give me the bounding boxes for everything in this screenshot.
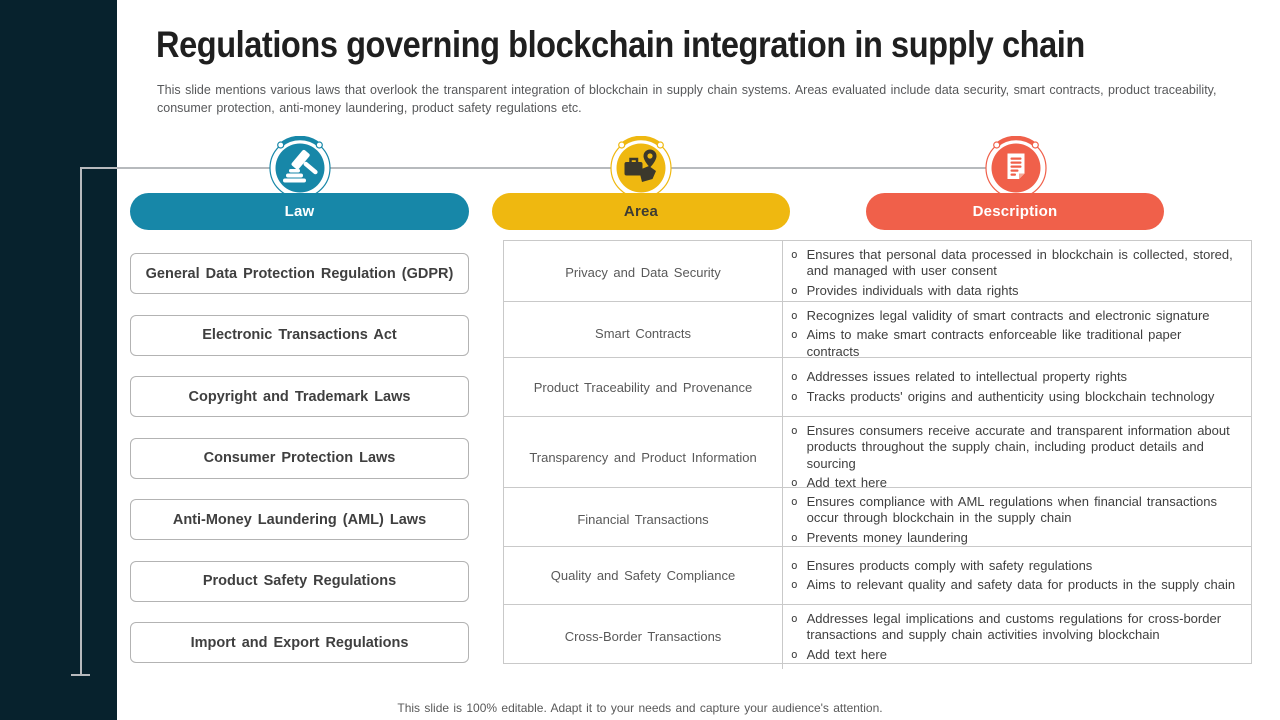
law-button-aml[interactable]: Anti-Money Laundering (AML) Laws bbox=[130, 499, 469, 540]
bullet-text: Ensures consumers receive accurate and t… bbox=[806, 422, 1230, 471]
bullet-marker: o bbox=[791, 283, 798, 297]
area-cell: Cross-Border Transactions bbox=[564, 629, 722, 645]
briefcase-map-pin-icon bbox=[609, 135, 673, 200]
description-cell: o Recognizes legal validity of smart cont… bbox=[782, 302, 1251, 366]
left-accent-strip bbox=[0, 0, 117, 720]
bullet-text: Provides individuals with data rights bbox=[806, 282, 1019, 298]
bullet-text: Add text here bbox=[806, 646, 887, 662]
bullet-text: Prevents money laundering bbox=[806, 529, 968, 545]
table-row: Financial Transactions o Ensures complian… bbox=[504, 488, 1251, 552]
description-cell: o Ensures compliance with AML regulations… bbox=[782, 488, 1251, 552]
bullet-text: Ensures compliance with AML regulations … bbox=[806, 493, 1217, 526]
area-cell: Privacy and Data Security bbox=[565, 265, 721, 281]
description-cell: o Ensures consumers receive accurate and … bbox=[782, 417, 1251, 497]
bullet-marker: o bbox=[791, 494, 798, 508]
area-cell: Smart Contracts bbox=[595, 326, 691, 342]
bullet-marker: o bbox=[791, 611, 798, 625]
table-row: Transparency and Product Information o En… bbox=[504, 417, 1251, 497]
table-row: Cross-Border Transactions o Addresses leg… bbox=[504, 605, 1251, 669]
area-cell: Product Traceability and Provenance bbox=[533, 379, 753, 395]
description-column-header[interactable]: Description bbox=[866, 193, 1164, 230]
area-cell: Financial Transactions bbox=[577, 512, 709, 528]
bullet-text: Recognizes legal validity of smart contr… bbox=[806, 307, 1210, 323]
law-button-consumer-protection[interactable]: Consumer Protection Laws bbox=[130, 437, 469, 479]
connector-vertical-line bbox=[80, 167, 82, 675]
bullet-marker: o bbox=[791, 308, 798, 322]
bullet-marker: o bbox=[791, 389, 798, 403]
table-row: Smart Contracts o Recognizes legal validi… bbox=[504, 302, 1251, 366]
bullet-text: Add text here bbox=[806, 475, 887, 490]
area-column-label: Area bbox=[623, 203, 659, 220]
description-column-label: Description bbox=[972, 203, 1058, 220]
area-cell: Quality and Safety Compliance bbox=[550, 568, 736, 583]
bullet-marker: o bbox=[791, 476, 798, 489]
law-column-label: Law bbox=[284, 203, 315, 220]
page-title: Regulations governing blockchain integra… bbox=[156, 24, 1085, 65]
bullet-marker: o bbox=[791, 328, 798, 341]
editable-note: This slide is 100% editable. Adapt it to… bbox=[397, 701, 883, 715]
connector-horizontal-line bbox=[80, 167, 1017, 169]
law-button-copyright-trademark[interactable]: Copyright and Trademark Laws bbox=[130, 376, 469, 417]
law-column-header[interactable]: Law bbox=[130, 193, 469, 230]
connector-end-tick bbox=[71, 674, 90, 676]
bullet-marker: o bbox=[791, 423, 798, 437]
gavel-icon bbox=[268, 135, 332, 200]
bullet-marker: o bbox=[791, 578, 798, 591]
bullet-marker: o bbox=[791, 247, 798, 261]
bullet-text: Addresses legal implications and customs… bbox=[806, 610, 1222, 643]
bullet-text: Tracks products' origins and authenticit… bbox=[806, 388, 1215, 404]
table-row: Quality and Safety Compliance o Ensures p… bbox=[504, 547, 1251, 605]
area-column-header[interactable]: Area bbox=[492, 193, 790, 230]
description-cell: o Ensures products comply with safety reg… bbox=[782, 547, 1251, 604]
document-icon bbox=[984, 135, 1048, 200]
bullet-marker: o bbox=[791, 370, 798, 383]
bullet-text: Addresses issues related to intellectual… bbox=[806, 369, 1128, 384]
bullet-marker: o bbox=[791, 530, 798, 544]
bullet-text: Aims to make smart contracts enforceable… bbox=[806, 327, 1182, 359]
slide-subtitle: This slide mentions various laws that ov… bbox=[157, 83, 1217, 115]
law-button-gdpr[interactable]: General Data Protection Regulation (GDPR… bbox=[130, 253, 469, 294]
regulations-table: Privacy and Data Security o Ensures that … bbox=[503, 240, 1252, 669]
bullet-text: Ensures products comply with safety regu… bbox=[806, 557, 1093, 573]
table-row: Privacy and Data Security o Ensures that … bbox=[504, 241, 1251, 305]
law-button-product-safety[interactable]: Product Safety Regulations bbox=[130, 560, 469, 602]
bullet-text: Aims to relevant quality and safety data… bbox=[806, 577, 1236, 592]
description-cell: o Addresses issues related to intellectua… bbox=[782, 358, 1251, 416]
table-row: Product Traceability and Provenance o Add… bbox=[504, 358, 1251, 417]
bullet-marker: o bbox=[791, 647, 798, 661]
bullet-marker: o bbox=[791, 558, 798, 572]
area-cell: Transparency and Product Information bbox=[529, 449, 757, 465]
description-cell: o Ensures that personal data processed in… bbox=[782, 241, 1251, 305]
description-cell: o Addresses legal implications and custom… bbox=[782, 605, 1251, 669]
bullet-text: Ensures that personal data processed in … bbox=[806, 246, 1233, 279]
law-button-list: General Data Protection Regulation (GDPR… bbox=[130, 253, 469, 663]
law-button-electronic-transactions[interactable]: Electronic Transactions Act bbox=[130, 314, 469, 356]
law-button-import-export[interactable]: Import and Export Regulations bbox=[130, 622, 469, 663]
